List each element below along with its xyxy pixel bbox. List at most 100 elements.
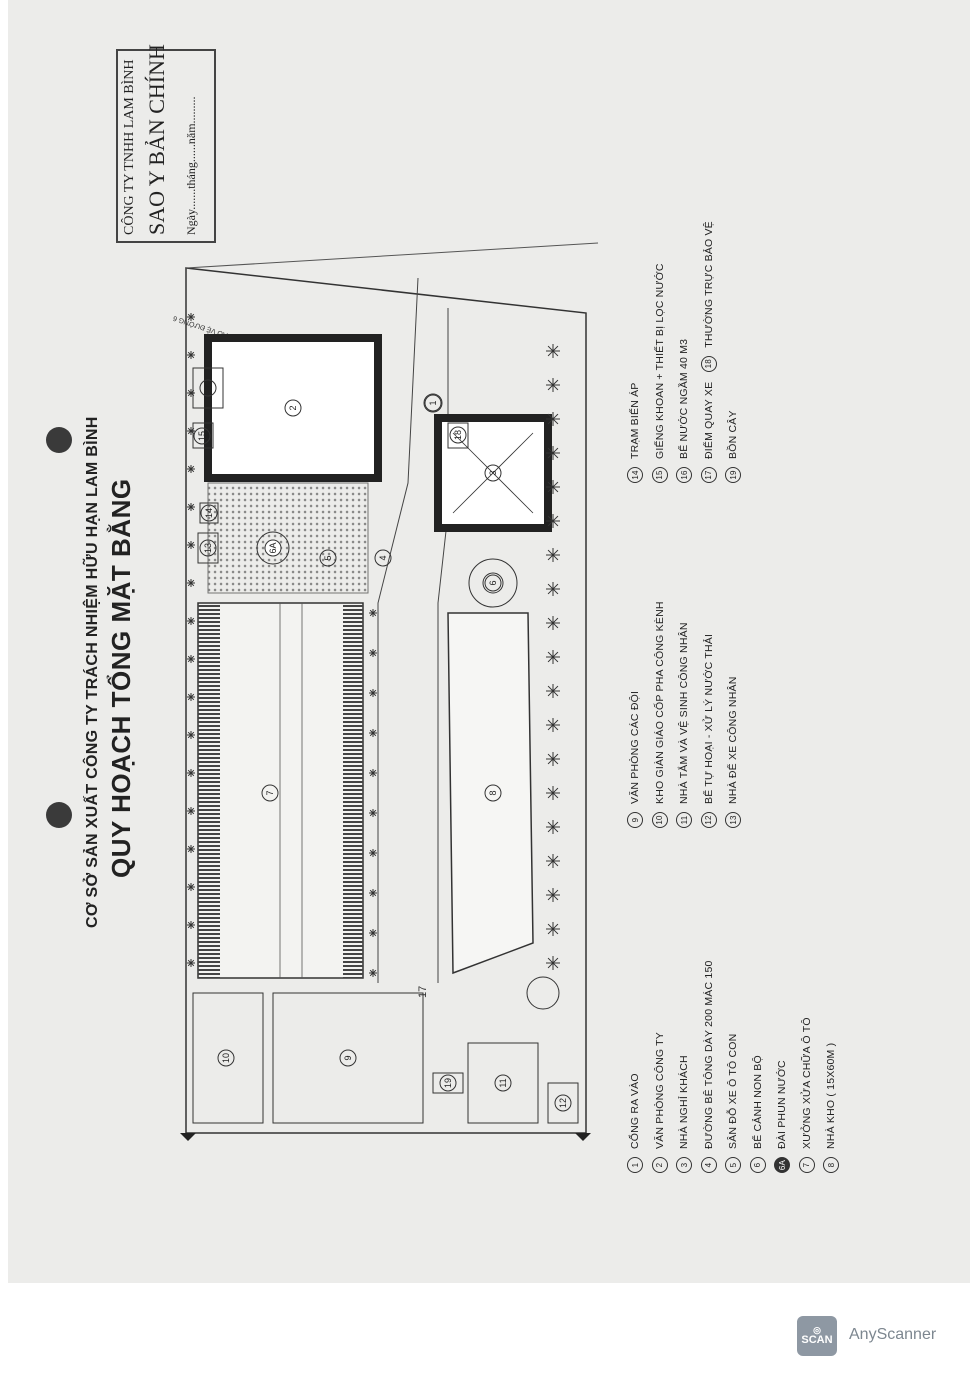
tree-mark	[187, 465, 195, 473]
legend-number: 15	[651, 467, 668, 483]
tree-mark	[369, 849, 377, 857]
tree-mark	[547, 345, 559, 357]
tree-mark	[547, 889, 559, 901]
tree-mark	[369, 769, 377, 777]
tree-mark	[187, 503, 195, 511]
tree-mark	[547, 923, 559, 935]
tree-mark	[369, 729, 377, 737]
tree-mark	[187, 959, 195, 967]
building-number: 1	[428, 400, 438, 405]
building-number-circle	[217, 1049, 235, 1067]
building-number: 5	[323, 555, 333, 560]
tree-row	[187, 313, 560, 977]
building-number: 10	[221, 1053, 231, 1063]
building-number: 18	[453, 430, 463, 440]
building-number: 19	[443, 1078, 453, 1088]
building-16	[192, 367, 224, 409]
tree-mark	[187, 617, 195, 625]
legend-number: 19	[725, 467, 741, 483]
legend-item-4: 4 ĐƯỜNG BÊ TÔNG DÀY 200 MÁC 150	[697, 960, 721, 1173]
building-number-circle	[484, 464, 502, 482]
tree-mark	[547, 651, 559, 663]
tree-mark	[187, 579, 195, 587]
legend-number: 1	[627, 1157, 643, 1173]
tree-mark	[547, 549, 559, 561]
section-arrow	[575, 1133, 591, 1141]
building-8	[447, 612, 534, 975]
tree-mark	[369, 929, 377, 937]
site-plan: ĐẤT HÀNH LANG BẢO VỆ ĐƯỜNG 6	[171, 242, 599, 1141]
tree-mark	[547, 855, 559, 867]
legend-number: 18	[700, 355, 717, 372]
planter-19	[526, 976, 560, 1010]
tree-mark	[187, 921, 195, 929]
tree-mark	[547, 685, 559, 697]
tree-mark	[547, 957, 559, 969]
legend-number: 10	[651, 812, 668, 828]
legend-number: 12	[700, 812, 717, 828]
turnaround-17: 17	[417, 986, 429, 998]
tree-mark	[547, 719, 559, 731]
tree-mark	[369, 809, 377, 817]
pond-6	[468, 558, 518, 608]
legend-label: BỒN CÂY	[727, 410, 739, 459]
road-4	[377, 277, 419, 983]
legend-number: 5	[725, 1157, 741, 1173]
legend-number: 7	[798, 1157, 815, 1173]
building-number-circle	[424, 394, 442, 412]
tree-mark	[187, 313, 195, 321]
building-number: 8	[488, 790, 498, 795]
tree-mark	[547, 821, 559, 833]
tree-mark	[187, 389, 195, 397]
building-number-circle	[319, 549, 337, 567]
tree-mark	[369, 649, 377, 657]
legend-number: 11	[676, 812, 692, 828]
tree-mark	[547, 447, 559, 459]
tree-mark	[187, 807, 195, 815]
building-number-circle	[484, 784, 502, 802]
legend-label: NHÀ NGHỈ KHÁCH	[678, 1055, 690, 1149]
legend-label: VĂN PHÒNG CÔNG TY	[653, 1032, 666, 1149]
legend-label: GIẾNG KHOAN + THIẾT BỊ LỌC NƯỚC	[653, 263, 666, 459]
legend-label: ĐƯỜNG BÊ TÔNG DÀY 200 MÁC 150	[702, 960, 715, 1149]
site-boundary	[185, 267, 587, 1134]
tree-mark	[187, 769, 195, 777]
legend-number: 2	[651, 1157, 668, 1173]
tree-mark	[187, 883, 195, 891]
building-number: 6A	[268, 542, 278, 553]
building-number-circle	[284, 399, 302, 417]
building-10	[192, 992, 264, 1124]
legend-label: NHÀ ĐỂ XE CÔNG NHÂN	[727, 676, 739, 804]
legend-number: 8	[823, 1157, 839, 1173]
building-number: 2	[288, 405, 298, 410]
legend-label: CỔNG RA VÀO	[629, 1073, 641, 1149]
building-number-circle	[264, 539, 282, 557]
legend-number: 6A	[774, 1157, 790, 1173]
building-number-circle	[200, 504, 218, 522]
legend-number: 4	[700, 1157, 717, 1173]
tree-mark	[369, 969, 377, 977]
anyscanner-logo-icon: ◎ SCAN	[797, 1316, 837, 1356]
building-number-circle	[193, 427, 211, 445]
legend-label: VĂN PHÒNG CÁC ĐỘI	[629, 690, 641, 804]
fountain-6A	[256, 531, 290, 565]
building-number: 13	[203, 543, 213, 553]
building-number: 4	[378, 555, 388, 560]
tree-mark	[547, 515, 559, 527]
building-18	[447, 422, 469, 449]
tree-mark	[547, 481, 559, 493]
building-number-circle	[554, 1094, 572, 1112]
building-number: 12	[558, 1098, 568, 1108]
legend-label: BỂ CẢNH NON BỘ	[751, 1055, 764, 1149]
legend-label: THƯỜNG TRỰC BẢO VỆ	[702, 221, 715, 348]
parking-5	[207, 482, 369, 594]
building-number: 15	[197, 431, 207, 441]
